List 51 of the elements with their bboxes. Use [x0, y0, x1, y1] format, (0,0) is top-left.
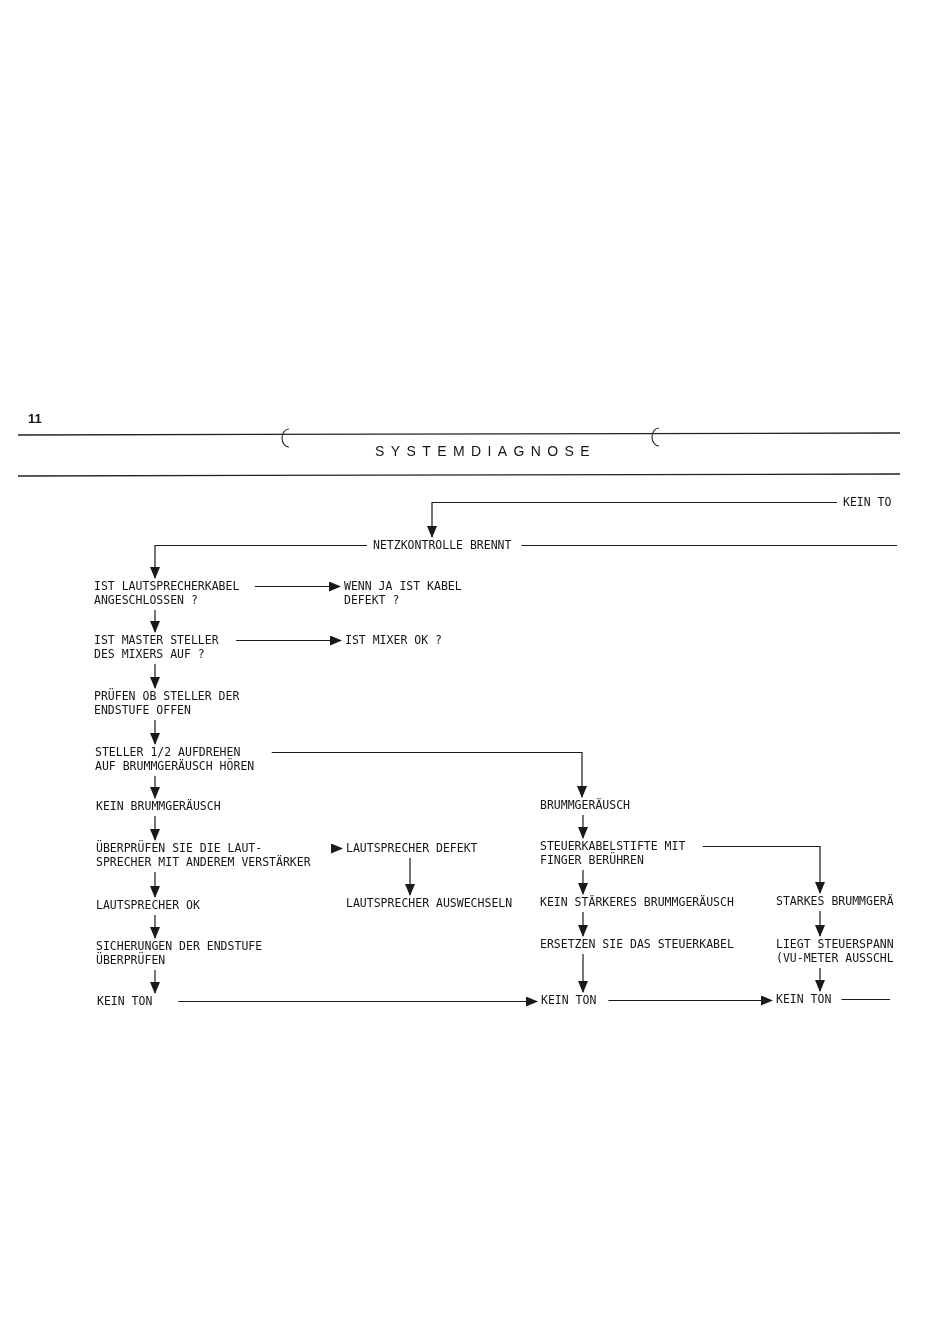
flow-step-text: WENN JA IST KABEL DEFEKT ? — [344, 579, 466, 607]
flow-arrow — [150, 663, 160, 689]
flow-arrow — [150, 544, 368, 579]
flow-step-text: ERSETZEN SIE DAS STEUERKABEL — [540, 937, 734, 951]
flow-line — [520, 544, 898, 547]
flow-step-text: PRÜFEN OB STELLER DER ENDSTUFE OFFEN — [94, 689, 243, 717]
flow-arrow — [150, 871, 160, 898]
flow-step-text: STELLER 1/2 AUFDREHEN AUF BRUMMGERÄUSCH HÖREN — [95, 745, 258, 773]
flow-step-text: KEIN STÄRKERES BRUMMGERÄUSCH — [540, 895, 734, 909]
flow-arrow — [150, 815, 160, 841]
flow-arrow — [150, 914, 160, 939]
page-number: 11 — [28, 411, 42, 426]
flow-step-text: BRUMMGERÄUSCH — [540, 798, 630, 812]
page-title: SYSTEMDIAGNOSE — [375, 443, 597, 459]
flow-line — [840, 998, 891, 1001]
flow-arrow — [150, 609, 160, 633]
flow-step-text: IST MIXER OK ? — [345, 633, 442, 647]
flow-step-text: KEIN TO — [843, 495, 892, 509]
flow-step-text: LAUTSPRECHER OK — [96, 898, 200, 912]
flow-arrow — [578, 911, 588, 937]
flow-step-text: ÜBERPRÜFEN SIE DIE LAUT- SPRECHER MIT ANDEREM VERSTÄRKER — [96, 841, 315, 869]
flow-arrow — [815, 910, 825, 937]
flow-step-text: LIEGT STEUERSPANN (VU-METER AUSSCHL — [776, 937, 898, 965]
flow-arrow — [177, 996, 538, 1007]
flow-arrow — [815, 967, 825, 992]
flow-arrow — [150, 719, 160, 745]
flow-arrow — [427, 501, 838, 538]
flow-arrow — [578, 814, 588, 839]
flow-step-text: IST MASTER STELLER DES MIXERS AUF ? — [94, 633, 223, 661]
flow-arrow — [578, 953, 588, 993]
flow-arrow — [702, 845, 825, 894]
flow-arrow — [405, 857, 415, 896]
flow-step-text: KEIN BRUMMGERÄUSCH — [96, 799, 221, 813]
flow-arrow — [150, 969, 160, 994]
flow-arrow — [578, 869, 588, 895]
flow-step-text: LAUTSPRECHER DEFEKT — [346, 841, 478, 855]
flow-arrow — [235, 635, 342, 646]
flow-step-text: STEUERKABELSTIFTE MIT FINGER BERÜHREN — [540, 839, 689, 867]
flow-step-text: STARKES BRUMMGERÄ — [776, 894, 894, 908]
flow-arrow — [150, 775, 160, 799]
flow-step-text: KEIN TON — [97, 994, 153, 1008]
flow-arrow — [331, 843, 343, 854]
flow-step-text: IST LAUTSPRECHERKABEL ANGESCHLOSSEN ? — [94, 579, 243, 607]
flow-step-text: KEIN TON — [776, 992, 832, 1006]
flow-step-text: SICHERUNGEN DER ENDSTUFE ÜBERPRÜFEN — [96, 939, 266, 967]
flow-arrow — [607, 995, 773, 1006]
flow-arrow — [271, 751, 587, 798]
flow-step-text: KEIN TON — [541, 993, 597, 1007]
flow-step-text: NETZKONTROLLE BRENNT — [373, 538, 512, 552]
flow-arrow — [254, 581, 341, 592]
flow-step-text: LAUTSPRECHER AUSWECHSELN — [346, 896, 513, 910]
